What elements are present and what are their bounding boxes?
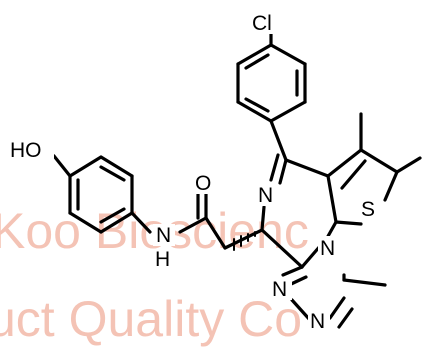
atom-triazole-n4: N bbox=[320, 237, 335, 260]
atom-chlorine: Cl bbox=[252, 12, 272, 35]
atom-amide-hydrogen: H bbox=[155, 248, 170, 271]
watermark-line-2: uct Quality Co bbox=[0, 291, 302, 347]
atom-hydroxyl: HO bbox=[10, 139, 42, 162]
atom-triazole-n2: N bbox=[310, 310, 325, 333]
atom-triazole-n1: N bbox=[272, 278, 287, 301]
atom-amide-nitrogen: N bbox=[156, 224, 171, 247]
atom-labels: Cl HO O N H N S N N N bbox=[8, 10, 382, 333]
atom-sulfur: S bbox=[361, 198, 375, 221]
atom-imine-nitrogen: N bbox=[258, 184, 273, 207]
stereo-hash-bond bbox=[233, 231, 256, 251]
bond-lines bbox=[52, 30, 422, 329]
atom-carbonyl-oxygen: O bbox=[195, 172, 211, 195]
